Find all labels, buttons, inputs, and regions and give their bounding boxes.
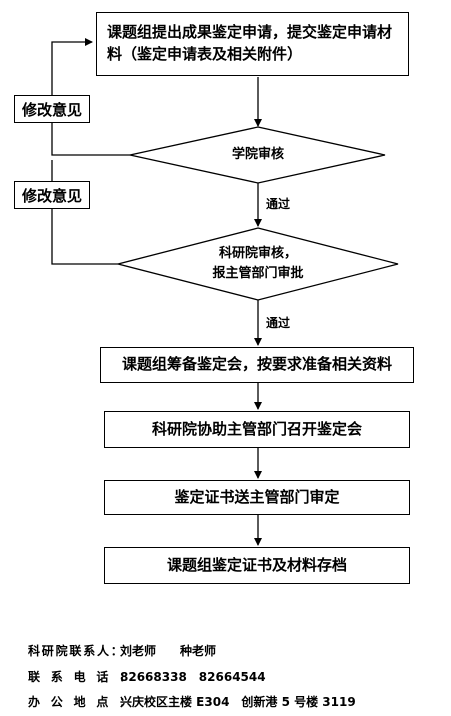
step-submit-application-text: 课题组提出成果鉴定申请，提交鉴定申请材料（鉴定申请表及相关附件）	[107, 23, 393, 63]
step-prepare-meeting-text: 课题组筹备鉴定会，按要求准备相关资料	[121, 355, 392, 374]
revise-feedback-box-2: 修改意见	[14, 181, 90, 209]
revise-feedback-text-1: 修改意见	[21, 100, 82, 119]
footer-phone: 联系电话：82668338 82664544	[28, 668, 266, 685]
step-archive-text: 课题组鉴定证书及材料存档	[166, 555, 347, 574]
footer-phone-value: 82668338 82664544	[120, 670, 266, 684]
revise-feedback-box-1: 修改意见	[14, 95, 90, 123]
step-send-certificate: 鉴定证书送主管部门审定	[104, 480, 410, 515]
college-review-text: 学院审核	[231, 147, 284, 162]
footer-contact-value: 刘老师 种老师	[120, 644, 217, 658]
footer-address: 办公地点：兴庆校区主楼 E304 创新港 5 号楼 3119	[28, 693, 356, 710]
revise-feedback-text-2: 修改意见	[21, 186, 82, 205]
footer-address-value: 兴庆校区主楼 E304 创新港 5 号楼 3119	[120, 695, 356, 709]
pass-label-1: 通过	[266, 197, 291, 211]
feedback-line-2	[51, 160, 118, 265]
footer-phone-label: 联系电话：	[28, 670, 143, 684]
pass-label-2: 通过	[266, 316, 291, 330]
step-prepare-meeting: 课题组筹备鉴定会，按要求准备相关资料	[100, 347, 414, 383]
step-archive: 课题组鉴定证书及材料存档	[104, 547, 410, 584]
research-review-text-line2: 报主管部门审批	[212, 266, 304, 282]
college-review-label: 学院审核	[200, 145, 316, 165]
step-send-certificate-text: 鉴定证书送主管部门审定	[174, 487, 340, 506]
decision-diamond-college-review	[129, 126, 386, 184]
step-submit-application: 课题组提出成果鉴定申请，提交鉴定申请材料（鉴定申请表及相关附件）	[96, 12, 409, 76]
footer-contact: 科研院联系人：刘老师 种老师	[28, 642, 216, 659]
step-hold-meeting: 科研院协助主管部门召开鉴定会	[104, 411, 410, 448]
research-review-text-line1: 科研院审核，	[218, 246, 297, 261]
step-hold-meeting-text: 科研院协助主管部门召开鉴定会	[151, 419, 362, 438]
research-review-label: 科研院审核， 报主管部门审批	[180, 244, 336, 284]
footer-address-label: 办公地点：	[28, 695, 143, 709]
footer-contact-label: 科研院联系人：	[28, 644, 125, 658]
decision-diamond-research-review	[117, 227, 399, 301]
